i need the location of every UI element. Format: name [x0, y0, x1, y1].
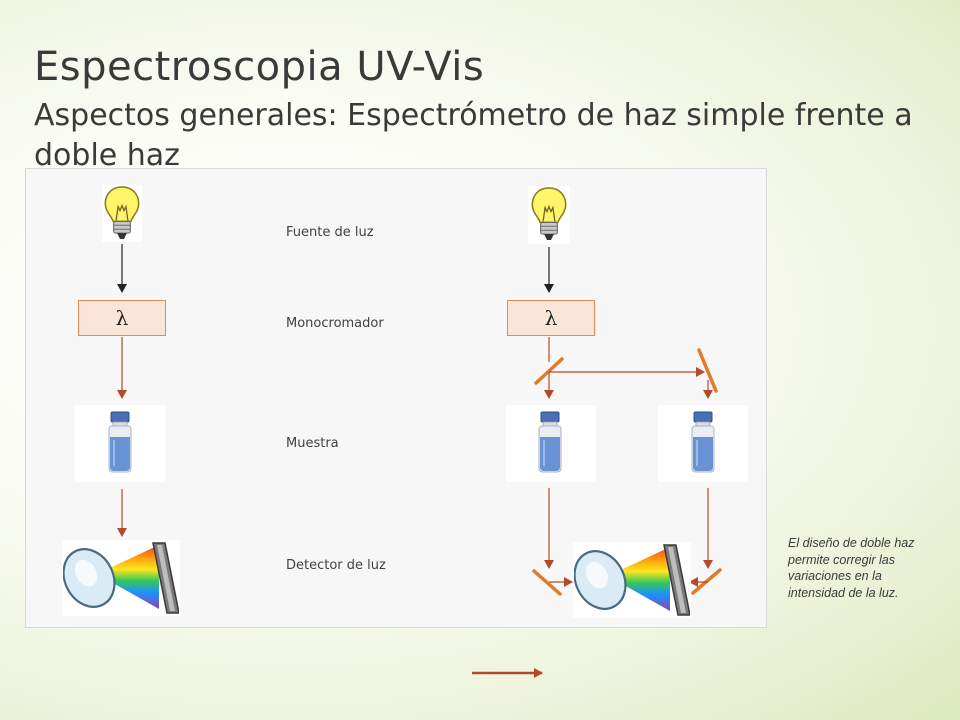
- double-beam-sample: [506, 405, 596, 482]
- double-beam-detector: [573, 542, 691, 618]
- slide-subtitle: Aspectos generales: Espectrómetro de haz…: [34, 98, 913, 173]
- label-detector: Detector de luz: [286, 558, 386, 573]
- sample-vial-icon: [108, 411, 132, 473]
- lambda-symbol: λ: [544, 306, 558, 330]
- sample-vial-icon: [538, 411, 562, 473]
- sample-vial-icon: [691, 411, 715, 473]
- lambda-symbol: λ: [115, 306, 129, 330]
- recombine-mirror-left-icon: [532, 569, 562, 596]
- label-sample: Muestra: [286, 436, 339, 451]
- slide-title: Espectroscopia UV-Vis: [34, 44, 485, 90]
- beam-splitter-mirror-icon: [534, 357, 564, 385]
- double-beam-source: [528, 186, 570, 244]
- double-beam-monochromator: λ: [507, 300, 595, 336]
- double-beam-reference: [658, 405, 748, 482]
- single-beam-detector: [62, 540, 180, 616]
- label-source: Fuente de luz: [286, 225, 374, 240]
- single-beam-sample: [75, 405, 165, 482]
- single-beam-monochromator: λ: [78, 300, 166, 336]
- double-beam-note: El diseño de doble haz permite corregir …: [788, 536, 915, 600]
- single-beam-source: [102, 185, 142, 242]
- reference-mirror-icon: [697, 348, 718, 393]
- label-monochromator: Monocromador: [286, 316, 384, 331]
